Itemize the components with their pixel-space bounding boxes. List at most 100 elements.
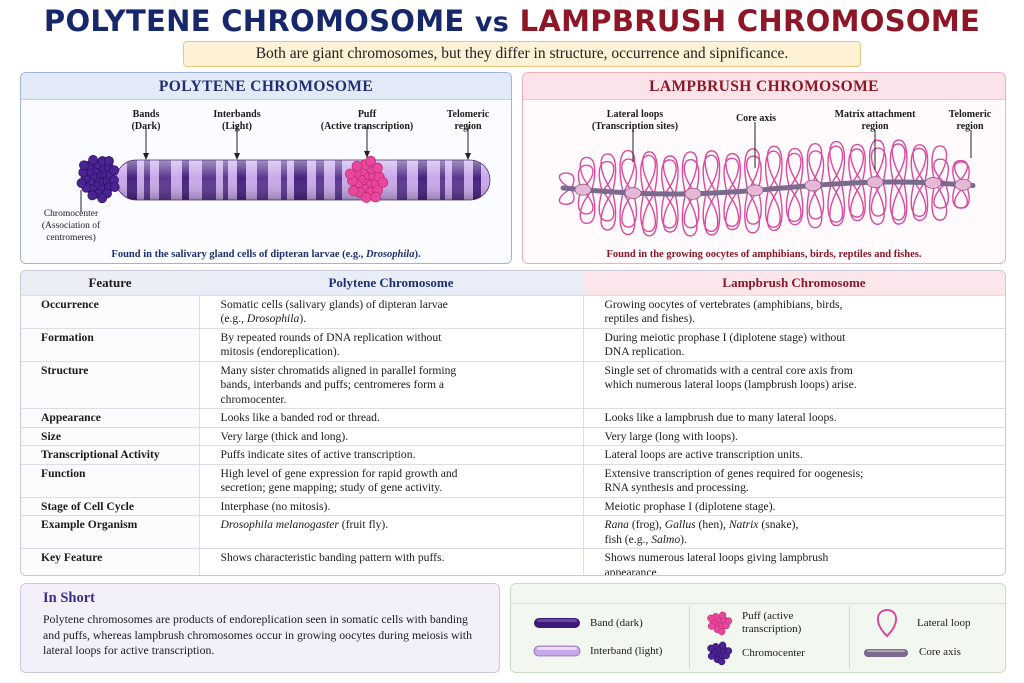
chromocenter-bead	[104, 156, 114, 166]
label-puff: Puff (Active transcription)	[320, 109, 414, 132]
matrix-node	[924, 177, 942, 189]
lateral-loop	[952, 159, 968, 185]
lateral-loop	[931, 182, 948, 221]
puff-bead	[360, 192, 372, 203]
page-title: POLYTENE CHROMOSOME vs LAMPBRUSH CHROMOS…	[0, 4, 1024, 38]
lateral-loop	[702, 192, 719, 233]
lateral-loop	[577, 189, 594, 215]
polytene-caption: Found in the salivary gland cells of dip…	[111, 249, 421, 260]
lateral-loop	[808, 150, 825, 186]
polytene-cell: Drosophila melanogaster (fruit fly).	[198, 515, 583, 549]
lampbrush-cell: During meiotic prophase I (diplotene sta…	[582, 327, 1005, 361]
lateral-loop	[598, 190, 615, 222]
lateral-loop	[600, 191, 617, 231]
lateral-loop	[660, 159, 677, 195]
chromocenter-icon-bead	[724, 647, 733, 655]
lateral-loop	[848, 148, 864, 184]
lateral-loop	[806, 143, 823, 187]
lateral-loop	[808, 184, 825, 220]
lampbrush-cell: Shows numerous lateral loops giving lamp…	[582, 548, 1005, 575]
puff-swatch-icon	[707, 611, 733, 636]
label-lateral-loops: Lateral loops (Transcription sites)	[591, 109, 679, 132]
lampbrush-cell: Extensive transcription of genes require…	[582, 463, 1005, 497]
subtitle-banner: Both are giant chromosomes, but they dif…	[183, 41, 861, 67]
puff-bead	[348, 185, 359, 197]
matrix-node	[804, 179, 822, 192]
lateral-loop	[640, 154, 656, 194]
lateral-loop	[766, 187, 783, 232]
chromocenter-bead	[88, 155, 98, 165]
lateral-loop	[683, 193, 700, 229]
polytene-cell: Puffs indicate sites of active transcrip…	[198, 445, 583, 464]
in-short-box: In Short Polytene chromosomes are produc…	[20, 583, 500, 673]
lateral-loop	[558, 172, 575, 190]
feature-cell: Occurrence	[21, 294, 199, 328]
lateral-loop	[621, 158, 638, 194]
label-interbands: Interbands (Light)	[213, 109, 261, 132]
lateral-loop	[827, 183, 844, 223]
chromocenter-bead	[79, 160, 89, 171]
chromocenter-swatch-icon	[707, 641, 733, 666]
chromocenter-icon-bead	[707, 652, 716, 660]
lateral-loop	[912, 144, 929, 184]
puff-icon-bead	[718, 627, 726, 636]
legend-lateral-loop: Lateral loop	[867, 608, 970, 638]
polytene-chromosome-diagram	[76, 126, 491, 212]
lateral-loop	[827, 145, 844, 185]
lateral-loop	[579, 189, 596, 225]
puff-icon-bead	[707, 622, 716, 630]
lateral-loop	[850, 182, 866, 222]
lateral-loop	[785, 152, 802, 188]
puff-icon-bead	[718, 611, 727, 619]
lampbrush-cell: Single set of chromatids with a central …	[582, 360, 1005, 409]
lateral-loop	[723, 157, 740, 193]
puff-bead	[351, 160, 363, 172]
in-short-text: Polytene chromosomes are products of end…	[43, 612, 472, 657]
header-lampbrush: Lampbrush Chromosome	[583, 271, 1005, 295]
chromocenter-icon-bead	[707, 644, 715, 652]
puff-icon-bead	[724, 617, 733, 625]
lateral-loop	[785, 187, 802, 223]
lateral-loop	[891, 139, 908, 183]
chromocenter-bead	[109, 165, 120, 176]
lampbrush-cell: Looks like a lampbrush due to many later…	[582, 408, 1005, 427]
lateral-loop	[954, 184, 970, 209]
lateral-loop	[642, 193, 658, 237]
lateral-loop	[891, 181, 908, 225]
lateral-loop	[704, 150, 721, 194]
lateral-loop	[725, 152, 742, 193]
lateral-loop	[702, 154, 719, 194]
lampbrush-panel: LAMPBRUSH CHROMOSOME Lateral loops (Tran…	[522, 72, 1006, 264]
header-feature: Feature	[21, 271, 199, 295]
feature-cell: Formation	[21, 327, 199, 361]
puff-bead	[345, 168, 356, 180]
lateral-loop	[558, 188, 575, 205]
lateral-loop	[829, 140, 846, 184]
lateral-loop	[598, 160, 615, 192]
lateral-loop	[704, 192, 721, 236]
lateral-loop	[746, 189, 762, 225]
lateral-loop	[868, 181, 885, 225]
lampbrush-cell: Lateral loops are active transcription u…	[582, 445, 1005, 464]
lampbrush-cell: Growing oocytes of vertebrates (amphibia…	[582, 294, 1005, 328]
lampbrush-panel-heading: LAMPBRUSH CHROMOSOME	[523, 73, 1005, 100]
lateral-loop	[725, 191, 742, 231]
lateral-loop	[889, 181, 906, 221]
label-matrix-attachment: Matrix attachment region	[834, 109, 916, 132]
lateral-loop	[829, 183, 846, 227]
lateral-loop	[619, 192, 636, 236]
lateral-loop	[764, 188, 781, 228]
legend-band: Band (dark)	[533, 616, 643, 630]
chromocenter-bead	[76, 178, 87, 188]
polytene-panel-heading: POLYTENE CHROMOSOME	[21, 73, 511, 100]
lateral-loop	[600, 153, 617, 193]
lateral-loop	[746, 155, 762, 191]
lateral-loop	[910, 147, 927, 183]
feature-cell: Structure	[21, 360, 199, 409]
puff-bead	[370, 191, 381, 203]
lateral-loop	[660, 193, 677, 229]
